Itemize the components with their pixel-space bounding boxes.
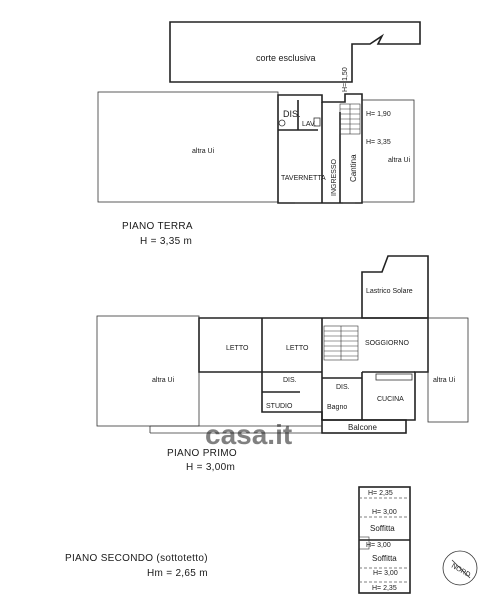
- north-pointer: [451, 559, 471, 579]
- dis-label: DIS.: [283, 109, 301, 119]
- other-unit-left-first-label: altra Ui: [152, 377, 175, 384]
- first-floor-title: PIANO PRIMO: [167, 448, 237, 459]
- height-150-label: H= 1,50: [342, 67, 349, 92]
- soggiorno-label: SOGGIORNO: [365, 340, 410, 347]
- other-unit-left-ground: [97, 91, 279, 203]
- other-unit-left-label: altra Ui: [192, 148, 215, 155]
- watermark-logo: casa.it: [205, 419, 292, 450]
- attic-h235-top: H= 2,35: [368, 490, 393, 497]
- cantina-label: Cantina: [349, 154, 358, 182]
- attic-stair: [358, 536, 370, 550]
- ingresso-label: INGRESSO: [331, 158, 338, 196]
- kitchen-counter: [375, 373, 413, 381]
- balcony-outline: [321, 419, 407, 434]
- ground-stairs: [339, 103, 361, 135]
- fixture-symbol: [313, 117, 321, 127]
- balcone-label: Balcone: [348, 423, 377, 432]
- north-circle: [442, 550, 478, 586]
- other-unit-right-first-label: altra Ui: [433, 377, 456, 384]
- lastrico-outline: [361, 255, 429, 319]
- letto2-label: LETTO: [286, 345, 309, 352]
- ground-floor-title: PIANO TERRA: [122, 221, 193, 232]
- bagno-label: Bagno: [327, 404, 347, 411]
- cucina-label: CUCINA: [377, 396, 404, 403]
- tavernetta-label: TAVERNETTA: [281, 175, 326, 182]
- lav-label: LAV.: [302, 121, 316, 128]
- first-floor-plan: Lastrico Solare LETTO LETTO SOGGIORNO DI…: [96, 255, 469, 473]
- other-unit-right-label: altra Ui: [388, 157, 411, 164]
- dis2-label: DIS.: [336, 384, 350, 391]
- attic-h300-bot: H= 3,00: [373, 570, 398, 577]
- second-floor-plan: H= 2,35 H= 3,00 Soffitta H= 3,00 Soffitt…: [65, 486, 411, 594]
- attic-soffitta1: Soffitta: [370, 524, 395, 533]
- lastrico-label: Lastrico Solare: [366, 288, 413, 295]
- studio-label: STUDIO: [266, 403, 293, 410]
- attic-h300-top: H= 3,00: [372, 509, 397, 516]
- north-label: NORD: [450, 563, 471, 579]
- height-190-label: H= 1,90: [366, 111, 391, 118]
- attic-h235-bot: H= 2,35: [372, 585, 397, 592]
- first-floor-stairs: [323, 325, 359, 361]
- first-floor-height: H = 3,00m: [186, 462, 235, 473]
- courtyard-outline: [169, 21, 421, 83]
- ground-floor-plan: corte esclusiva altra Ui altra Ui DIS. L…: [97, 21, 421, 247]
- second-floor-height: Hm = 2,65 m: [147, 568, 208, 579]
- attic-h300-mid: H= 3,00: [366, 542, 391, 549]
- other-unit-left-first: [96, 315, 200, 427]
- letto1-label: LETTO: [226, 345, 249, 352]
- sink-symbol: [278, 119, 286, 127]
- height-335-label: H= 3,35: [366, 139, 391, 146]
- courtyard-label: corte esclusiva: [256, 53, 316, 63]
- north-arrow: NORD: [442, 550, 478, 586]
- first-unit-outline: [198, 317, 429, 421]
- second-floor-title: PIANO SECONDO (sottotetto): [65, 553, 208, 564]
- ground-floor-height: H = 3,35 m: [140, 236, 192, 247]
- other-unit-right-first: [427, 317, 469, 423]
- dis1-label: DIS.: [283, 377, 297, 384]
- attic-soffitta2: Soffitta: [372, 554, 397, 563]
- other-unit-right-ground: [361, 99, 415, 203]
